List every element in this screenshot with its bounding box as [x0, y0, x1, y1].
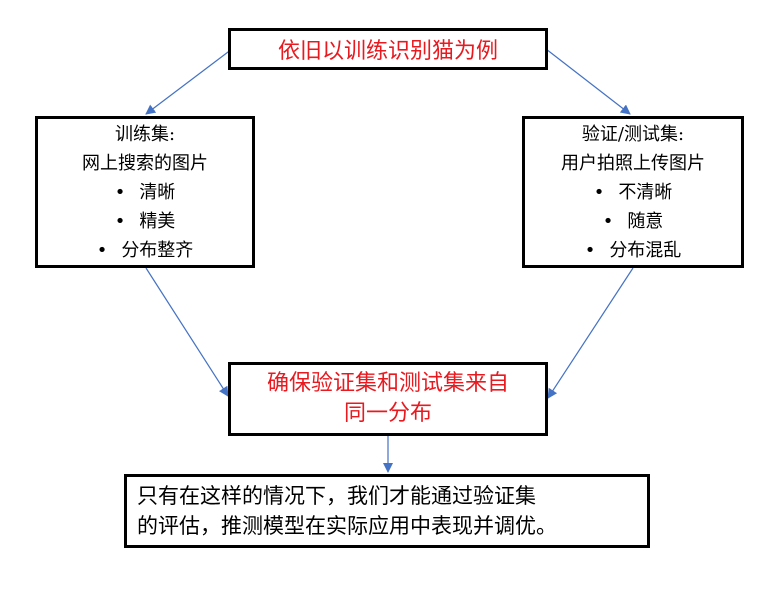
training-set-bullet: • 清晰	[115, 178, 176, 207]
same-distribution-line-2: 同一分布	[343, 401, 432, 426]
top-title-text: 依旧以训练识别猫为例	[277, 39, 498, 64]
bullet-dot: •	[593, 181, 605, 203]
bullet-dot: •	[584, 239, 596, 261]
training-set-box: 训练集: 网上搜索的图片 • 清晰 • 精美 • 分布整齐	[35, 116, 255, 268]
conclusion-line-2: 的评估，推测模型在实际应用中表现并调优。	[137, 514, 557, 538]
bullet-text: 精美	[139, 210, 176, 232]
arrow-right-to-middle	[547, 267, 634, 399]
training-set-title: 训练集:	[114, 123, 176, 145]
bullet-dot: •	[96, 239, 108, 261]
arrow-top-to-left	[145, 48, 233, 115]
dev-test-set-bullet: • 不清晰	[594, 178, 673, 207]
dev-test-set-box: 验证/测试集: 用户拍照上传图片 • 不清晰 • 随意 • 分布混乱	[522, 116, 744, 268]
top-title-box: 依旧以训练识别猫为例	[228, 28, 548, 70]
dev-test-set-bullet: • 分布混乱	[585, 236, 682, 265]
dev-test-set-bullet: • 随意	[603, 207, 664, 236]
bullet-dot: •	[114, 181, 126, 203]
bullet-dot: •	[602, 210, 614, 232]
arrow-left-to-middle	[145, 267, 229, 397]
training-set-bullet: • 精美	[115, 207, 176, 236]
arrow-top-to-right	[545, 48, 631, 115]
bullet-text: 清晰	[139, 181, 176, 203]
dev-test-set-title: 验证/测试集:	[581, 123, 685, 145]
bullet-text: 分布整齐	[121, 239, 194, 261]
bullet-text: 分布混乱	[609, 239, 682, 261]
bullet-text: 不清晰	[618, 181, 673, 203]
same-distribution-line-1: 确保验证集和测试集来自	[266, 371, 509, 396]
bullet-text: 随意	[627, 210, 664, 232]
dev-test-set-subtitle: 用户拍照上传图片	[561, 152, 705, 174]
conclusion-line-1: 只有在这样的情况下，我们才能通过验证集	[137, 484, 536, 508]
training-set-subtitle: 网上搜索的图片	[82, 152, 208, 174]
training-set-bullet: • 分布整齐	[97, 236, 194, 265]
conclusion-box: 只有在这样的情况下，我们才能通过验证集 的评估，推测模型在实际应用中表现并调优。	[124, 474, 650, 548]
same-distribution-box: 确保验证集和测试集来自 同一分布	[228, 362, 548, 436]
bullet-dot: •	[114, 210, 126, 232]
